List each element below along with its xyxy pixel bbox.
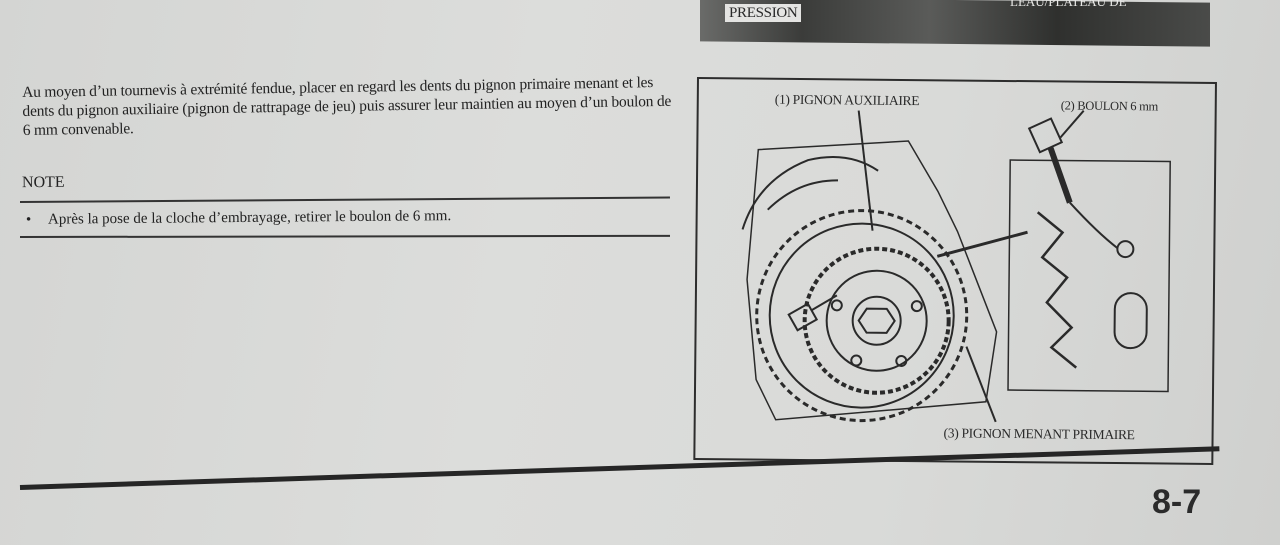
label-aux-gear: (1) PIGNON AUXILIAIRE xyxy=(774,91,920,109)
note-rule-bottom xyxy=(19,234,671,238)
note-rule-top xyxy=(19,196,670,203)
page-number: 8-7 xyxy=(1152,483,1202,521)
photo-caption: PRESSION xyxy=(725,4,802,22)
figure-gear-alignment: (1) PIGNON AUXILIAIRE (2) BOULON 6 mm (3… xyxy=(693,77,1217,465)
note-title: NOTE xyxy=(21,173,65,192)
note-item: • Après la pose de la cloche d’embrayage,… xyxy=(26,208,451,229)
label-bolt: (2) BOULON 6 mm xyxy=(1060,98,1159,114)
photo-caption-top: LEAU/PLATEAU DE xyxy=(1010,0,1127,9)
note-item-text: Après la pose de la cloche d’embrayage, … xyxy=(47,208,452,228)
label-primary-gear: (3) PIGNON MENANT PRIMAIRE xyxy=(943,425,1135,443)
gear-diagram xyxy=(741,110,1171,423)
footer-rule xyxy=(19,446,1220,490)
instruction-paragraph: Au moyen d’un tournevis à extrémité fend… xyxy=(22,74,672,139)
bullet: • xyxy=(25,211,32,228)
